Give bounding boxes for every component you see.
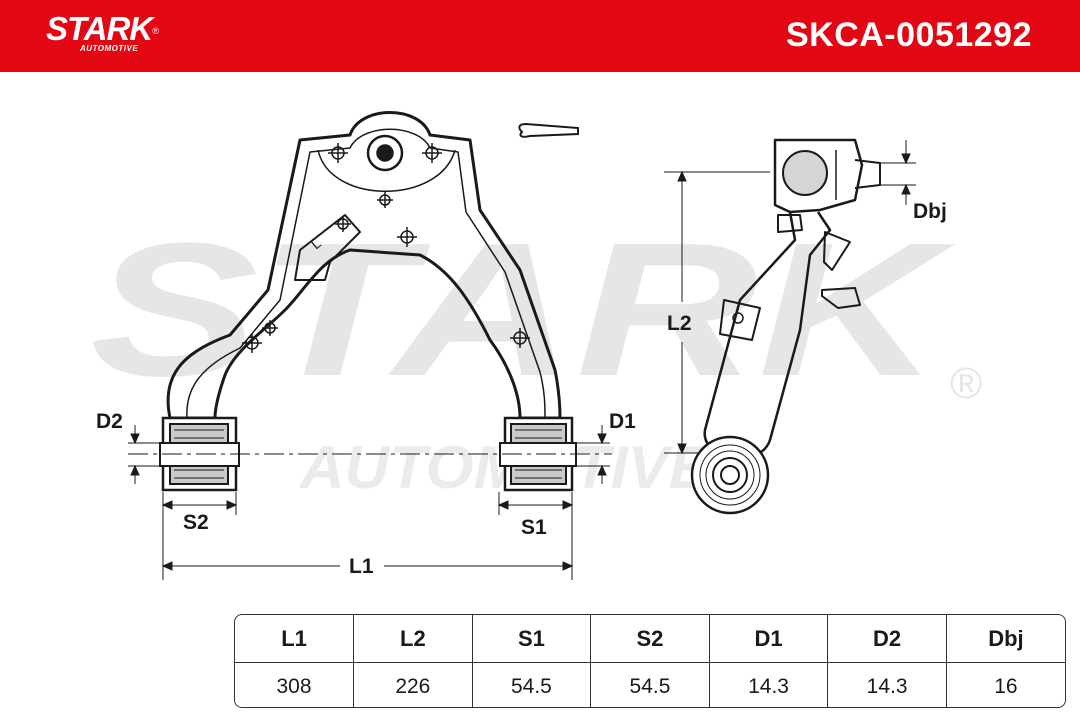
table-cell: 16: [994, 675, 1018, 698]
control-arm-side-view: [703, 138, 881, 460]
stark-logo: STARK® AUTOMOTIVE: [46, 10, 159, 54]
table-cell: 54.5: [590, 662, 710, 707]
table-cell: 308: [235, 662, 355, 707]
technical-drawing: STARK AUTOMOTIVE ® L: [90, 111, 982, 580]
side-view-bushing: [690, 435, 770, 515]
header-bar: STARK® AUTOMOTIVE SKCA-0051292: [0, 0, 1080, 72]
dimension-label-d1: D1: [609, 410, 636, 433]
table-cell: 54.5: [472, 662, 592, 707]
dimension-label-s2: S2: [183, 511, 209, 534]
watermark-word: STARK: [90, 204, 956, 416]
watermark-registered-mark: ®: [950, 359, 982, 408]
logo-registered-mark: ®: [152, 26, 159, 36]
table-header-row: L1 L2 S1 S2 D1 D2 Dbj: [235, 615, 1065, 663]
dimension-label-dbj: Dbj: [913, 200, 947, 223]
logo-subtitle: AUTOMOTIVE: [80, 44, 139, 53]
cotter-pin: [518, 122, 579, 138]
dimension-label-s1: S1: [521, 516, 547, 539]
column-header: D1: [709, 615, 829, 663]
table-cell: 14.3: [827, 662, 947, 707]
table-cell: 14.3: [709, 662, 829, 707]
column-header: L1: [235, 615, 355, 663]
control-arm-top-view: [166, 111, 562, 420]
rivet-markers: [242, 134, 530, 353]
dimensions-table: L1 L2 S1 S2 D1 D2 Dbj 308 226 54.5 54.5 …: [234, 614, 1066, 708]
dimension-label-l1: L1: [349, 555, 374, 578]
logo-word: STARK: [46, 10, 153, 47]
column-header: S1: [472, 615, 592, 663]
dimension-label-d2: D2: [96, 410, 123, 433]
column-header: Dbj: [946, 615, 1065, 663]
table-row: 308 226 54.5 54.5 14.3 14.3 16: [235, 662, 1065, 707]
column-header: D2: [827, 615, 947, 663]
dimension-label-l2: L2: [667, 312, 692, 335]
dimension-lines: [128, 140, 916, 580]
part-number: SKCA-0051292: [785, 16, 1032, 54]
column-header: S2: [590, 615, 710, 663]
table-cell: 226: [353, 662, 473, 707]
column-header: L2: [353, 615, 473, 663]
